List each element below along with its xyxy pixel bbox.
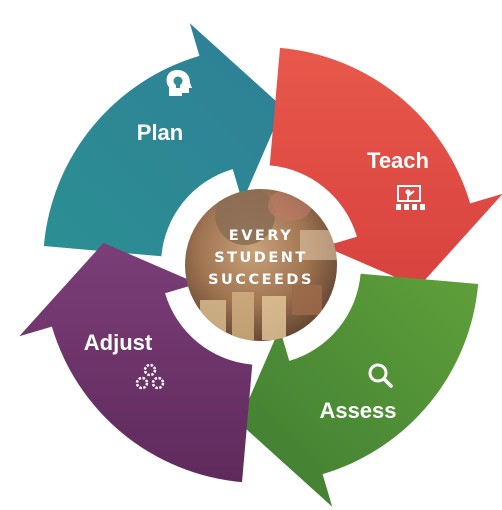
magnifier-icon: [368, 363, 393, 388]
stage-label-teach: Teach: [367, 148, 429, 173]
stage-adjust: Adjust: [84, 330, 165, 390]
teacher-class-icon: [396, 185, 425, 210]
stage-plan: Plan: [137, 70, 192, 145]
stage-teach: Teach: [367, 148, 429, 210]
center-line-2: STUDENT: [214, 250, 308, 266]
head-lightbulb-icon: [166, 70, 192, 96]
stage-assess: Assess: [319, 363, 397, 423]
plan-arrow: [43, 23, 284, 257]
stage-label-plan: Plan: [137, 120, 183, 145]
center-line-1: EVERY: [229, 228, 293, 244]
adjust-arrow: [19, 242, 253, 483]
stage-label-assess: Assess: [319, 398, 396, 423]
center-title: EVERY STUDENT SUCCEEDS: [208, 228, 314, 288]
stage-label-adjust: Adjust: [84, 330, 153, 355]
center-line-3: SUCCEEDS: [208, 272, 314, 288]
assess-arrow: [238, 273, 479, 507]
teach-arrow: [269, 47, 502, 288]
gears-icon: [135, 363, 165, 390]
